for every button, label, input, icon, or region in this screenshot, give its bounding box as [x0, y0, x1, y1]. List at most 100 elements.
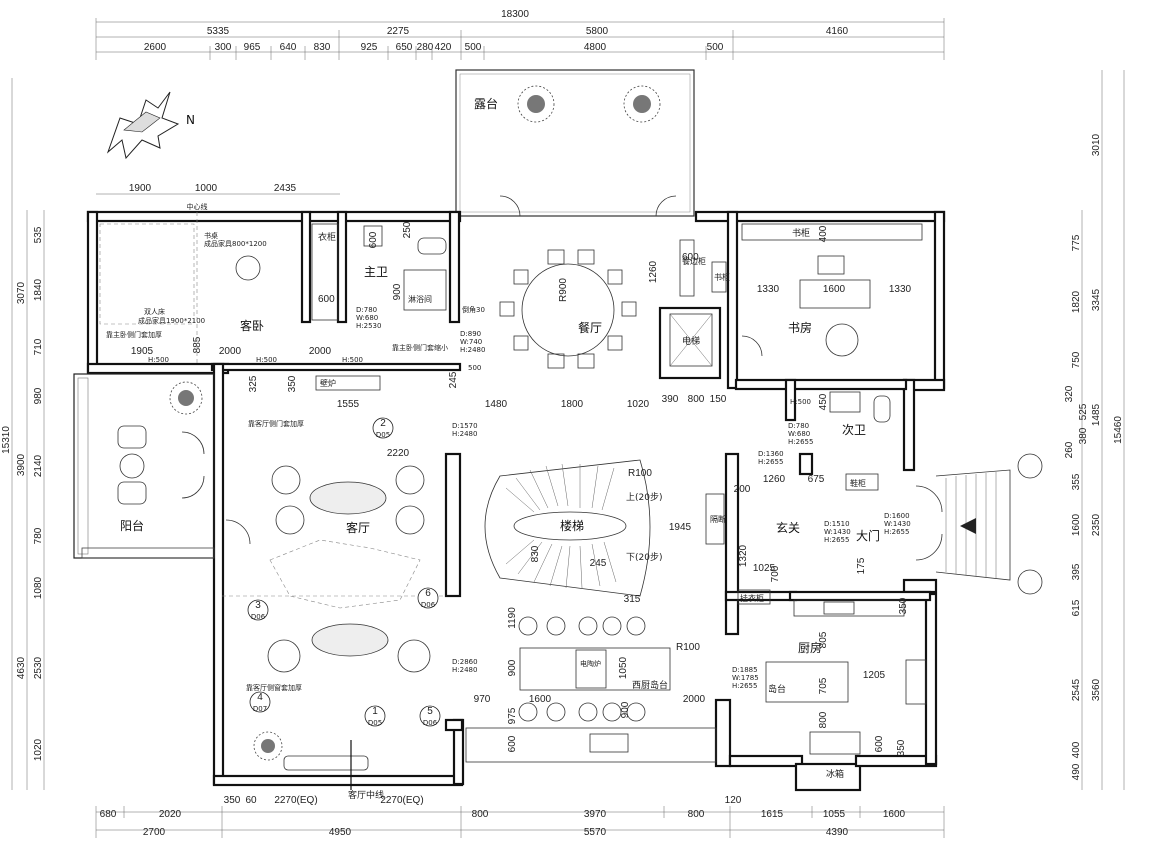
overall-width: 18300 [501, 9, 529, 20]
foyer-d6: D:1510 [824, 520, 850, 528]
chamfer-note: 倒角30 [462, 305, 485, 314]
section-tag: 1 D05 [364, 705, 386, 727]
tag-num: 4 [257, 692, 263, 703]
bath-dim-900: 900 [392, 283, 403, 300]
room-kitchen: 厨房 [798, 640, 822, 655]
section-tag: 2 D05 [372, 417, 394, 439]
foyer-dim-700: 700 [770, 565, 781, 582]
fridge-label: 冰箱 [826, 768, 844, 780]
left-dim2-6: 780 [33, 527, 44, 544]
bottom-dim-6: 2270(EQ) [380, 795, 423, 806]
stair-dim-315: 315 [624, 594, 641, 605]
dining-w2: W:740 [460, 338, 482, 346]
h500-b: H:500 [256, 356, 277, 364]
bedroom-top-dimensions: 1900 1000 2435 中心线 [96, 183, 340, 211]
room-stairs: 楼梯 [560, 518, 584, 533]
sideboard-dim: 600 [682, 252, 699, 263]
island-h8: H:2480 [452, 666, 477, 674]
left-dim2-2: 1840 [33, 278, 44, 301]
right-dim2-8: 355 [1071, 473, 1082, 490]
living-window-note: 靠客厅侧窗套加厚 [246, 683, 302, 692]
section-tag: 3 D06 [247, 599, 269, 621]
corr-dim-7: 150 [710, 394, 727, 405]
island-dim-975: 975 [507, 707, 518, 724]
tag-code: D06 [251, 613, 266, 621]
stair-dim-830: 830 [530, 545, 541, 562]
sbath-h500: H:500 [790, 398, 811, 406]
top-dim-3: 5800 [586, 26, 609, 37]
island-dim-1190: 1190 [507, 607, 518, 629]
tag-num: 2 [380, 418, 386, 429]
right-dim-2: 3345 [1091, 288, 1102, 311]
corr-dim-5: 390 [662, 394, 679, 405]
second-bath: H:500 450 D:780 W:680 H:2655 次卫 [788, 391, 891, 446]
island-label: 岛台 [768, 683, 786, 695]
foyer: D:1360 H:2655 200 1260 675 鞋柜 隔断 玄关 D:15… [705, 450, 911, 605]
left-dim2-5: 2140 [33, 454, 44, 477]
corr-dim-1: 1555 [337, 399, 360, 410]
dining-r900: R900 [558, 278, 569, 302]
dining-dim-1260: 1260 [648, 260, 659, 283]
foyer-d5: D:1360 [758, 450, 784, 458]
doors [181, 195, 943, 561]
dining-h2: H:2480 [460, 346, 485, 354]
foyer-dim-1320: 1320 [738, 544, 749, 567]
door-d7: D:1600 [884, 512, 910, 520]
fireplace-label: 壁炉 [320, 378, 336, 388]
top-dim2-1: 2600 [144, 42, 167, 53]
bottom-dimensions: 680 2020 350 60 2270(EQ) 2270(EQ) 800 39… [95, 795, 945, 838]
top-dim2-8: 280 [417, 42, 434, 53]
left-dim-3: 4630 [16, 656, 27, 679]
partition-label: 隔断 [710, 514, 726, 524]
kitchen-h9: H:2655 [732, 682, 757, 690]
bed-bottom-dim-3: 2000 [219, 346, 242, 357]
center-line-label: 中心线 [187, 202, 208, 211]
north-arrow-icon: N [106, 91, 195, 160]
island-dim-970: 970 [474, 694, 491, 705]
foyer-dim-675: 675 [808, 474, 825, 485]
chair-icon [817, 255, 859, 357]
bed-top-dim-3: 2435 [274, 183, 297, 194]
left-dim-2: 3900 [16, 453, 27, 476]
bed-size: 成品家具1900*2100 [138, 316, 205, 325]
bottom-dim2-2: 4950 [329, 827, 352, 838]
tag-num: 1 [372, 706, 378, 717]
top-dim2-10: 500 [465, 42, 482, 53]
top-dim-1: 5335 [207, 26, 230, 37]
study-dim-400: 400 [818, 225, 829, 242]
top-dim2-2: 300 [215, 42, 232, 53]
kitchen-dim-800: 800 [818, 711, 829, 728]
foyer-dim-1260: 1260 [763, 474, 786, 485]
chair-icon [235, 255, 261, 281]
study-dim-3: 1330 [889, 284, 912, 295]
bath-w1: W:680 [356, 314, 378, 322]
sbath-dim-450: 450 [818, 393, 829, 410]
right-dim-3: 1485 [1091, 403, 1102, 426]
stair-dim-1945: 1945 [669, 522, 692, 533]
west-island: 电陶炉 西厨岛台 D:2860 H:2480 1190 900 1050 970… [452, 607, 717, 763]
section-tag: 4 D07 [249, 691, 271, 713]
bottom-dim-5: 2270(EQ) [274, 795, 317, 806]
bottom-dim-8: 3970 [584, 809, 607, 820]
island-dim-1600: 1600 [529, 694, 552, 705]
top-dim2-4: 640 [280, 42, 297, 53]
right-dim2-14: 490 [1071, 763, 1082, 780]
sofa-icon [267, 639, 431, 673]
kitchen-w9: W:1785 [732, 674, 759, 682]
wardrobe-label: 衣柜 [318, 231, 336, 243]
plant-icon [169, 381, 203, 415]
walls [86, 210, 946, 792]
top-dim2-5: 830 [314, 42, 331, 53]
kitchen-dim-350b: 350 [896, 739, 907, 756]
corr-dim-245: 245 [448, 371, 459, 388]
desk-size: 成品家具800*1200 [204, 239, 267, 248]
top-dim2-3: 965 [244, 42, 261, 53]
sbath-d4: D:780 [788, 422, 809, 430]
right-dim2-13: 400 [1071, 741, 1082, 758]
stairs: 楼梯 上(20步) 下(20步) R100 1945 830 245 315 [484, 459, 692, 605]
kitchen: D:1885 W:1785 H:2655 厨房 岛台 805 705 800 1… [732, 597, 927, 780]
plant-icon [623, 85, 661, 123]
tag-code: D07 [253, 705, 267, 713]
room-study: 书房 [788, 320, 812, 335]
corr-dim-325: 325 [248, 375, 259, 392]
